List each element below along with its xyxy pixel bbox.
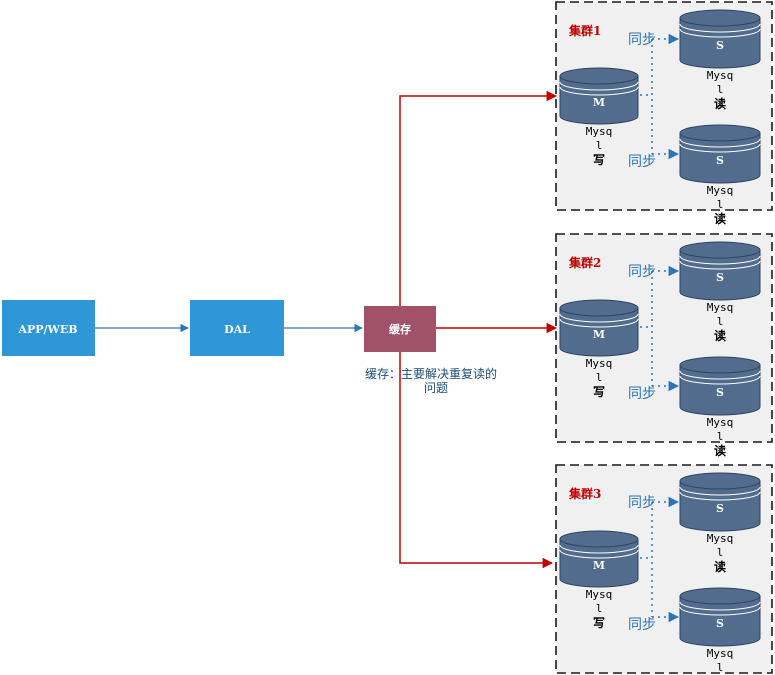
slave-db-name: Mysq — [707, 301, 734, 314]
db-ring-line — [679, 255, 761, 265]
db-ring-line — [679, 486, 761, 496]
cluster-title: 集群3 — [568, 486, 601, 501]
sync-label: 同步 — [628, 386, 656, 402]
slave-db-name-suffix: l — [717, 198, 724, 211]
cache-note-line2: 问题 — [424, 381, 448, 395]
master-db-role: 写 — [593, 616, 605, 630]
slave-db-letter: S — [716, 271, 724, 284]
slave-db-role: 读 — [714, 96, 726, 111]
db-ring-line — [559, 81, 639, 91]
slave-db-name: Mysq — [707, 184, 734, 197]
slave-db-letter: S — [716, 386, 724, 399]
db-ring-line — [679, 28, 761, 38]
master-db-letter: M — [593, 559, 605, 572]
slave-db-name-suffix: l — [717, 661, 724, 674]
db-ring-line — [559, 313, 639, 323]
db-ring-line — [679, 260, 761, 270]
db-cylinder-top — [679, 587, 761, 605]
db-ring-line — [679, 491, 761, 501]
master-db-name: Mysq — [586, 357, 613, 370]
db-ring-line — [679, 138, 761, 148]
db-cylinder-top — [559, 67, 639, 85]
db-ring-line — [679, 375, 761, 385]
db-ring-line — [559, 86, 639, 96]
dal-node — [190, 300, 284, 356]
db-ring-line — [679, 143, 761, 153]
db-ring-line — [679, 606, 761, 616]
db-cylinder-body — [559, 76, 639, 125]
db-cylinder-top — [679, 124, 761, 142]
dal-label: DAL — [224, 323, 250, 336]
master-db-name-suffix: l — [596, 602, 603, 615]
slave-db-letter: S — [716, 617, 724, 630]
master-db-letter: M — [593, 96, 605, 109]
master-db-letter: M — [593, 328, 605, 341]
app-web-node — [2, 300, 95, 356]
db-cylinder-top — [679, 356, 761, 374]
db-ring-line — [679, 601, 761, 611]
app-web-label: APP/WEB — [17, 323, 77, 336]
db-cylinder-top — [679, 472, 761, 490]
master-db-name-suffix: l — [596, 371, 603, 384]
db-cylinder-top — [679, 9, 761, 27]
slave-db-name: Mysq — [707, 647, 734, 660]
db-cylinder-top — [559, 299, 639, 317]
cache-label: 缓存 — [389, 322, 411, 336]
cache-to-cluster1-line — [399, 90, 558, 306]
slave-db-letter: S — [716, 502, 724, 515]
master-db-name: Mysq — [586, 125, 613, 138]
sync-label: 同步 — [628, 617, 656, 633]
db-cylinder-top — [679, 241, 761, 259]
slave-db-role: 读 — [714, 328, 726, 343]
slave-db-role: 读 — [714, 559, 726, 574]
master-db-name: Mysq — [586, 588, 613, 601]
db-cylinder-top — [559, 530, 639, 548]
cluster-title: 集群1 — [568, 23, 601, 38]
slave-db-letter: S — [716, 39, 724, 52]
cluster-title: 集群2 — [568, 255, 601, 270]
slave-db-role: 读 — [714, 211, 726, 226]
db-ring-line — [559, 318, 639, 328]
sync-label: 同步 — [628, 495, 656, 511]
slave-db-name-suffix: l — [717, 546, 724, 559]
cache-note-line1: 缓存：主要解决重复读的 — [365, 366, 497, 381]
db-cylinder-body — [559, 539, 639, 588]
slave-db-name-suffix: l — [717, 315, 724, 328]
db-ring-line — [679, 23, 761, 33]
slave-db-name-suffix: l — [717, 430, 724, 443]
cache-node — [364, 306, 436, 352]
slave-db-letter: S — [716, 154, 724, 167]
db-cylinder-body — [559, 308, 639, 357]
sync-label: 同步 — [628, 154, 656, 170]
db-ring-line — [559, 549, 639, 559]
db-ring-line — [559, 544, 639, 554]
sync-label: 同步 — [628, 32, 656, 48]
sync-label: 同步 — [628, 264, 656, 280]
slave-db-name: Mysq — [707, 69, 734, 82]
cache-to-cluster3-line — [399, 352, 554, 569]
slave-db-name: Mysq — [707, 416, 734, 429]
master-db-role: 写 — [593, 153, 605, 167]
slave-db-name: Mysq — [707, 532, 734, 545]
master-db-name-suffix: l — [596, 139, 603, 152]
master-db-role: 写 — [593, 385, 605, 399]
db-ring-line — [679, 370, 761, 380]
slave-db-name-suffix: l — [717, 83, 724, 96]
slave-db-role: 读 — [714, 443, 726, 458]
